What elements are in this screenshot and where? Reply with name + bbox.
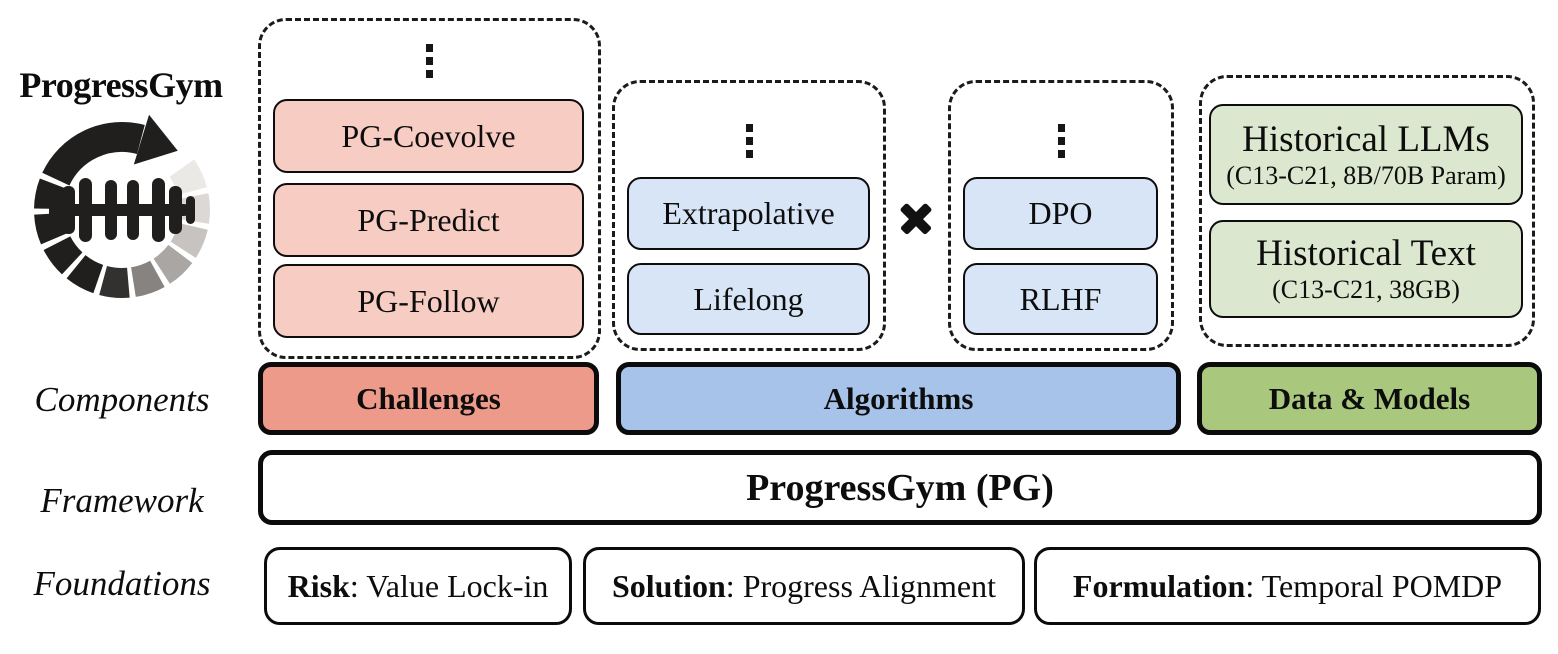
- row-label-framework: Framework: [40, 481, 204, 520]
- challenge-item-label: PG-Follow: [357, 282, 500, 319]
- framework-bar: ProgressGym (PG): [258, 450, 1542, 525]
- data-models-item-title: Historical LLMs: [1242, 118, 1490, 160]
- foundation-term: Solution: [611, 567, 726, 604]
- algorithm-base-item-label: RLHF: [1019, 280, 1102, 317]
- data-models-item-subtitle: (C13-C21, 8B/70B Param): [1226, 160, 1506, 190]
- components-bar-algorithms: Algorithms: [616, 362, 1181, 435]
- data-models-item-subtitle: (C13-C21, 38GB): [1272, 275, 1460, 304]
- algorithm-type-group: Extrapolative Lifelong: [612, 80, 886, 351]
- foundation-description: : Value Lock-in: [349, 567, 549, 604]
- row-label-foundations: Foundations: [33, 564, 211, 603]
- data-models-item-title: Historical Text: [1256, 233, 1476, 274]
- foundation-formulation: Formulation: Temporal POMDP: [1034, 547, 1541, 625]
- framework-bar-label: ProgressGym (PG): [746, 466, 1054, 509]
- vertical-ellipsis-icon: [615, 121, 883, 160]
- algorithm-type-item: Extrapolative: [627, 177, 870, 250]
- foundation-description: : Temporal POMDP: [1245, 567, 1503, 604]
- data-models-group: Historical LLMs (C13-C21, 8B/70B Param) …: [1199, 75, 1535, 347]
- components-bar-data-models: Data & Models: [1197, 362, 1542, 435]
- algorithm-type-item: Lifelong: [627, 263, 870, 335]
- challenge-item: PG-Follow: [273, 264, 584, 338]
- algorithm-base-item-label: DPO: [1028, 195, 1093, 231]
- components-bar-label: Algorithms: [823, 380, 974, 416]
- foundation-description: : Progress Alignment: [725, 567, 997, 604]
- foundation-risk: Risk: Value Lock-in: [264, 547, 572, 625]
- algorithm-base-group: DPO RLHF: [948, 80, 1174, 351]
- components-bar-label: Data & Models: [1268, 380, 1471, 416]
- challenge-item: PG-Predict: [273, 183, 584, 257]
- foundation-solution: Solution: Progress Alignment: [583, 547, 1025, 625]
- cross-icon: [897, 199, 935, 237]
- algorithm-base-item: DPO: [963, 177, 1158, 250]
- components-bar-challenges: Challenges: [258, 362, 599, 435]
- foundation-term: Formulation: [1072, 567, 1246, 604]
- foundation-term: Risk: [287, 567, 350, 604]
- challenge-item: PG-Coevolve: [273, 99, 584, 173]
- challenge-item-label: PG-Coevolve: [341, 117, 516, 154]
- algorithm-type-item-label: Extrapolative: [662, 195, 835, 231]
- data-models-item: Historical LLMs (C13-C21, 8B/70B Param): [1209, 104, 1523, 205]
- algorithm-type-item-label: Lifelong: [693, 280, 804, 317]
- progressgym-logo: [22, 106, 222, 310]
- brand-title: ProgressGym: [19, 65, 223, 105]
- data-models-item: Historical Text (C13-C21, 38GB): [1209, 220, 1523, 318]
- algorithm-base-item: RLHF: [963, 263, 1158, 335]
- vertical-ellipsis-icon: [261, 41, 598, 80]
- challenges-group: PG-Coevolve PG-Predict PG-Follow: [258, 18, 601, 359]
- row-label-components: Components: [34, 380, 210, 419]
- components-bar-label: Challenges: [356, 380, 501, 416]
- challenge-item-label: PG-Predict: [357, 201, 500, 238]
- vertical-ellipsis-icon: [951, 121, 1171, 160]
